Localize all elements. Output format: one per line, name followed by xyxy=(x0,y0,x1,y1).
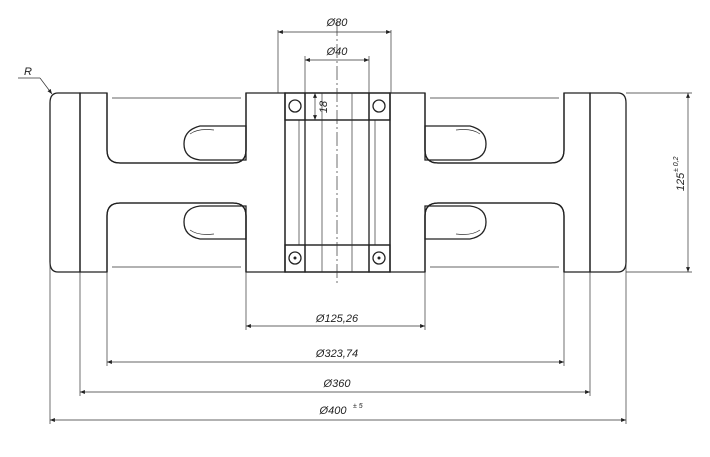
bearing-ball-icon xyxy=(288,251,302,265)
dim-hub: Ø125,26 xyxy=(245,272,426,330)
dim-rim-inner: Ø323,74 xyxy=(106,272,565,366)
radius-callout: R xyxy=(18,66,53,95)
dim-bearing-width: 18 xyxy=(313,93,330,120)
dim-outer-label: Ø400 xyxy=(319,405,348,417)
dim-outer: Ø400 ± 5 xyxy=(49,262,627,424)
dim-bore-outer-label: Ø80 xyxy=(326,17,349,29)
bearing-ball-icon xyxy=(372,99,386,113)
wheel-section-right xyxy=(389,92,591,273)
tyre-left xyxy=(49,92,81,273)
dim-outer-tolerance: ± 5 xyxy=(353,403,363,410)
dim-core: Ø360 xyxy=(79,272,591,396)
dim-rim-inner-label: Ø323,74 xyxy=(315,348,358,360)
tyre-right xyxy=(589,92,627,273)
dim-height-label: 125 xyxy=(675,172,687,191)
dim-hub-label: Ø125,26 xyxy=(315,313,359,325)
dim-bore-inner-label: Ø40 xyxy=(326,46,349,58)
dim-bearing-width-label: 18 xyxy=(318,100,330,113)
dim-core-label: Ø360 xyxy=(323,378,352,390)
dim-bore-inner: Ø40 xyxy=(304,46,370,93)
hub-assembly xyxy=(284,92,391,273)
dim-height-tolerance: ± 0,2 xyxy=(673,156,680,172)
bearing-ball-icon xyxy=(372,251,386,265)
wheel-section-left xyxy=(79,92,286,273)
bearing-ball-icon xyxy=(288,99,302,113)
dim-height: 125 ± 0,2 xyxy=(626,92,692,273)
radius-label: R xyxy=(24,66,32,78)
dim-bore-outer: Ø80 xyxy=(277,17,392,93)
